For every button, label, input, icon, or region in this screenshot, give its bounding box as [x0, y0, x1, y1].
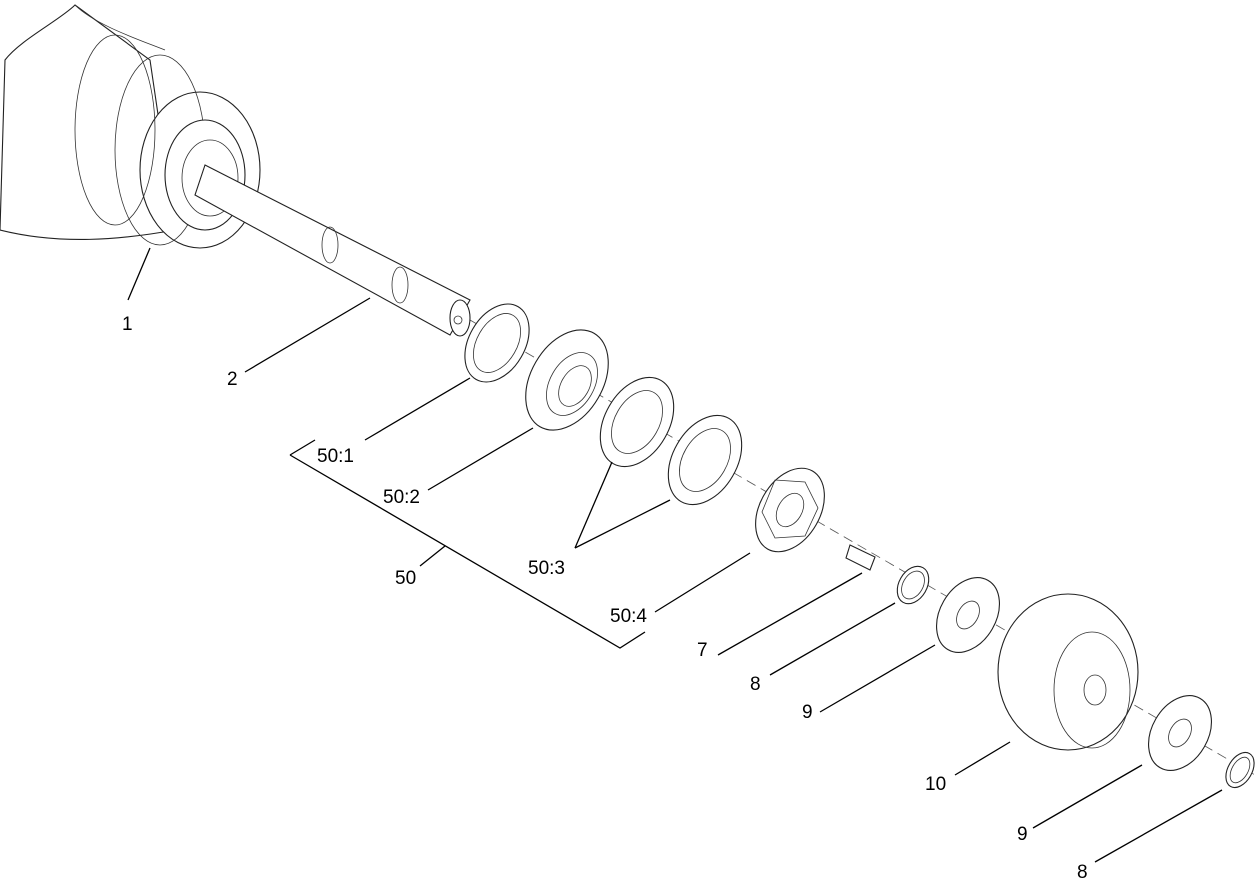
part-1-roller-housing — [0, 4, 261, 249]
callout-labels: 1 2 50:1 50:2 50:3 50 50:4 7 8 9 10 9 8 — [122, 314, 1088, 883]
part-9-washer — [936, 577, 1000, 653]
callout-50-4: 50:4 — [610, 606, 647, 627]
callout-50-1: 50:1 — [317, 446, 354, 467]
callout-9-second: 9 — [1017, 824, 1028, 845]
callout-8-second: 8 — [1077, 862, 1088, 883]
part-8-retaining-ring — [896, 565, 930, 605]
callout-50-3: 50:3 — [528, 558, 565, 579]
callout-2: 2 — [227, 369, 238, 390]
callout-1: 1 — [122, 314, 133, 335]
part-50-3-seals — [599, 376, 743, 506]
part-50-1-seal — [464, 303, 530, 383]
callout-10: 10 — [925, 774, 946, 795]
part-2-shaft — [194, 164, 471, 337]
part-7-grease-fitting — [845, 544, 876, 571]
callout-50: 50 — [395, 568, 416, 589]
part-50-4-nut — [755, 467, 825, 553]
callout-8-first: 8 — [750, 674, 761, 695]
part-8-retaining-ring-second — [1225, 751, 1255, 789]
callout-50-2: 50:2 — [383, 487, 420, 508]
callout-9-first: 9 — [802, 702, 813, 723]
leader-lines — [127, 247, 1223, 863]
part-10-wheel — [997, 593, 1139, 751]
part-9-washer-second — [1148, 695, 1212, 771]
part-50-2-bearing — [525, 329, 609, 431]
callout-7: 7 — [697, 640, 708, 661]
